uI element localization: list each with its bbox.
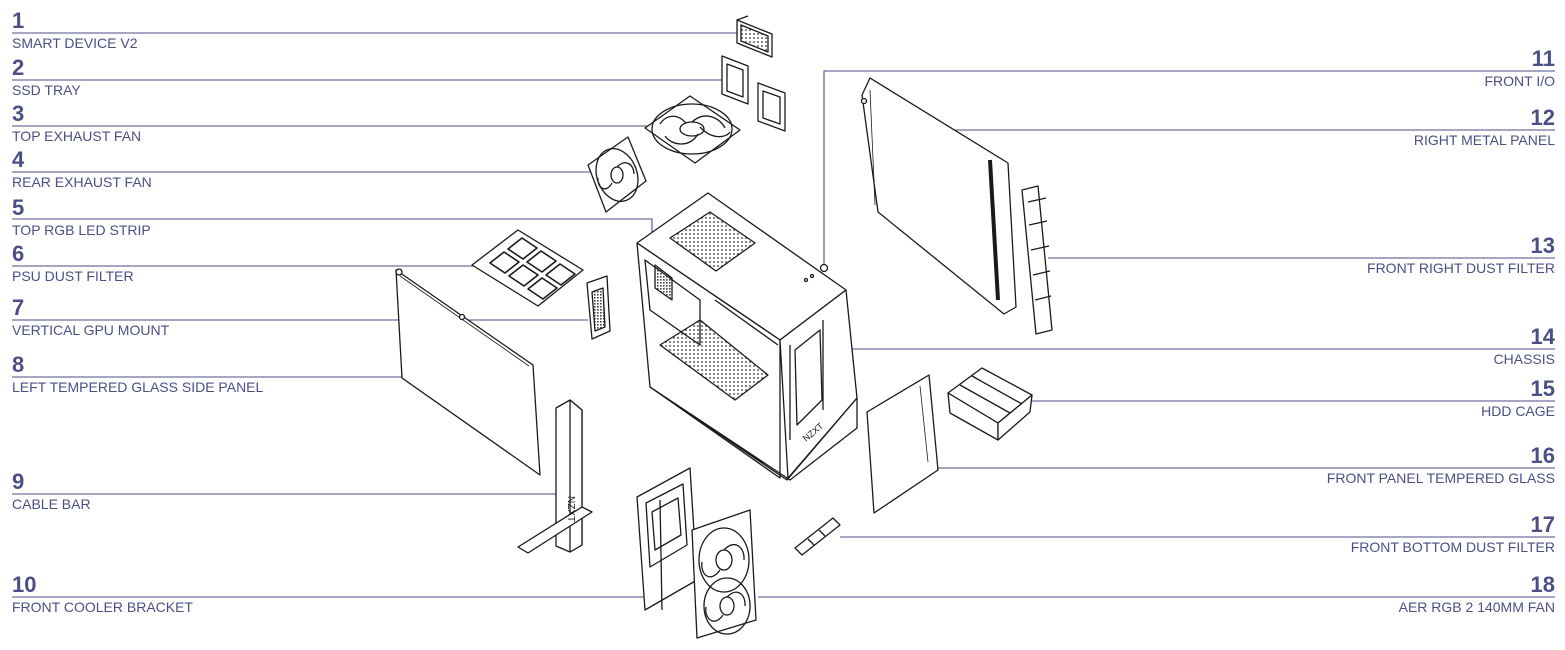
hdd-cage-part — [947, 367, 1033, 441]
callout-label: CABLE BAR — [12, 496, 91, 512]
right-metal-panel-part — [860, 77, 1017, 315]
callout-9: 9 CABLE BAR — [12, 469, 91, 513]
callout-label: HDD CAGE — [1481, 403, 1555, 419]
callout-number: 15 — [1530, 376, 1555, 401]
callout-17: 17 FRONT BOTTOM DUST FILTER — [1350, 512, 1555, 556]
callout-number: 3 — [12, 101, 25, 126]
cable-bar-part: NZXT — [517, 399, 593, 554]
callout-3: 3 TOP EXHAUST FAN — [12, 101, 142, 145]
callout-label: FRONT I/O — [1484, 73, 1555, 89]
callout-7: 7 VERTICAL GPU MOUNT — [12, 295, 170, 339]
callout-number: 13 — [1530, 233, 1555, 258]
callout-label: TOP EXHAUST FAN — [12, 128, 142, 144]
callout-12: 12 RIGHT METAL PANEL — [1413, 105, 1555, 149]
callout-number: 17 — [1530, 512, 1555, 537]
front-bottom-dust-filter-part — [794, 517, 841, 556]
callout-15: 15 HDD CAGE — [1481, 376, 1555, 420]
callout-number: 14 — [1530, 324, 1555, 349]
aer-rgb-fans-part — [691, 509, 757, 639]
callout-11: 11 FRONT I/O — [1484, 46, 1555, 90]
callout-number: 10 — [12, 572, 37, 597]
vertical-gpu-mount-part — [586, 275, 611, 340]
callout-label: FRONT RIGHT DUST FILTER — [1367, 260, 1555, 276]
callout-number: 8 — [12, 352, 25, 377]
callout-label: RIGHT METAL PANEL — [1413, 132, 1555, 148]
callout-label: SSD TRAY — [12, 82, 81, 98]
callout-8: 8 LEFT TEMPERED GLASS SIDE PANEL — [12, 352, 264, 396]
callout-number: 6 — [12, 241, 25, 266]
psu-dust-filter-part — [471, 229, 584, 307]
front-right-dust-filter-part — [1021, 185, 1053, 335]
callout-label: VERTICAL GPU MOUNT — [12, 322, 170, 338]
callout-number: 7 — [12, 295, 25, 320]
callout-label: FRONT PANEL TEMPERED GLASS — [1326, 470, 1555, 486]
callout-13: 13 FRONT RIGHT DUST FILTER — [1367, 233, 1555, 277]
callout-number: 2 — [12, 55, 25, 80]
callout-6: 6 PSU DUST FILTER — [12, 241, 134, 285]
callout-label: TOP RGB LED STRIP — [12, 222, 151, 238]
callout-label: FRONT COOLER BRACKET — [12, 599, 193, 615]
callout-label: FRONT BOTTOM DUST FILTER — [1350, 539, 1555, 555]
leader-lines — [12, 32, 1555, 598]
callout-number: 16 — [1530, 443, 1555, 468]
callout-label: CHASSIS — [1493, 351, 1555, 367]
callout-number: 18 — [1530, 572, 1555, 597]
top-exhaust-fan-part — [644, 95, 741, 164]
callout-label: SMART DEVICE V2 — [12, 35, 138, 51]
callout-label: PSU DUST FILTER — [12, 268, 134, 284]
callout-number: 11 — [1531, 46, 1555, 71]
smart-device-part — [736, 15, 773, 58]
callout-number: 12 — [1530, 105, 1555, 130]
left-glass-panel-part — [395, 268, 541, 476]
callout-14: 14 CHASSIS — [1493, 324, 1555, 368]
callout-label: LEFT TEMPERED GLASS SIDE PANEL — [12, 379, 264, 395]
leader-line-11 — [823, 70, 1555, 268]
chassis-part: NZXT — [636, 192, 858, 481]
callout-label: AER RGB 2 140MM FAN — [1398, 599, 1555, 615]
leader-line-9 — [12, 478, 571, 495]
callout-10: 10 FRONT COOLER BRACKET — [12, 572, 193, 616]
callout-5: 5 TOP RGB LED STRIP — [12, 195, 151, 239]
callout-number: 1 — [12, 8, 25, 33]
front-glass-panel-part — [866, 374, 939, 514]
ssd-tray-part — [721, 55, 786, 132]
rear-exhaust-fan-part — [587, 136, 647, 213]
cable-bar-brand-mark: NZXT — [565, 496, 576, 522]
callout-number: 9 — [12, 469, 25, 494]
callout-1: 1 SMART DEVICE V2 — [12, 8, 138, 52]
callout-label: REAR EXHAUST FAN — [12, 174, 152, 190]
callout-16: 16 FRONT PANEL TEMPERED GLASS — [1326, 443, 1555, 487]
callout-18: 18 AER RGB 2 140MM FAN — [1398, 572, 1555, 616]
callout-4: 4 REAR EXHAUST FAN — [12, 147, 152, 191]
front-cooler-bracket-part — [636, 467, 698, 611]
callout-2: 2 SSD TRAY — [12, 55, 81, 99]
callout-number: 4 — [12, 147, 25, 172]
callout-number: 5 — [12, 195, 25, 220]
